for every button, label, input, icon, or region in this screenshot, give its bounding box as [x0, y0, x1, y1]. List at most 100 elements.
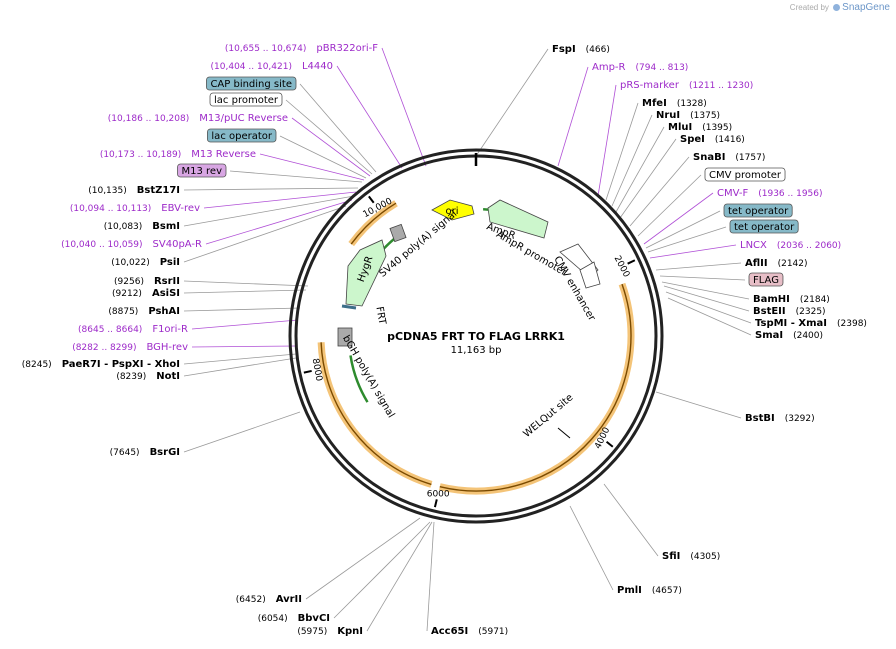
- label-name: RsrII: [154, 276, 180, 287]
- label-name: Acc65I: [431, 626, 468, 637]
- feature-box: [729, 219, 799, 234]
- ring-tick: [627, 259, 636, 265]
- map-label-feature: CAP binding site: [206, 76, 297, 91]
- label-position: (466): [586, 45, 610, 55]
- map-label-primer: EBV-rev (10,094 .. 10,113): [70, 203, 200, 214]
- map-label-feature: M13 rev: [177, 163, 227, 178]
- welqut-tick: [557, 427, 571, 439]
- leader-line: [659, 275, 746, 281]
- map-label-primer: L4440 (10,404 .. 10,421): [211, 61, 333, 72]
- insert-arrow-3: [350, 202, 397, 245]
- label-position: (8645 .. 8664): [78, 325, 142, 335]
- map-label-enzyme: BsmI(10,083): [104, 221, 180, 232]
- label-name: NotI: [156, 371, 180, 382]
- label-name: AvrII: [276, 594, 302, 605]
- label-name: CMV-F: [717, 188, 748, 199]
- map-label-feature: FLAG: [748, 272, 784, 287]
- insert-arrow-2: [320, 342, 432, 486]
- label-position: (1328): [677, 99, 707, 109]
- label-position: (5971): [478, 627, 508, 637]
- leader-line: [615, 126, 665, 213]
- label-name: AsiSI: [152, 288, 180, 299]
- label-position: (2398): [837, 319, 867, 329]
- plasmid-name: pCDNA5 FRT TO FLAG LRRK1: [387, 330, 565, 343]
- leader-line: [183, 205, 347, 263]
- map-label-primer: SV40pA-R(10,040 .. 10,059): [61, 239, 202, 250]
- leader-line: [619, 138, 677, 219]
- leader-line: [183, 307, 301, 312]
- map-label-primer: pBR322ori-F(10,655 .. 10,674): [225, 43, 378, 54]
- ampr-feature: [487, 199, 549, 239]
- leader-line: [603, 483, 659, 557]
- feature-box-text: tet operator: [728, 206, 789, 217]
- credit-prefix: Created by: [789, 3, 829, 12]
- leader-line: [605, 102, 639, 201]
- label-name: BstEII: [753, 306, 786, 317]
- label-name: PaeR7I - PspXI - XhoI: [62, 359, 180, 370]
- snapgene-logo-icon: [833, 4, 841, 11]
- map-label-enzyme: TspMI - XmaI(2398): [755, 318, 867, 329]
- leader-line: [305, 517, 421, 600]
- leader-line: [426, 521, 435, 632]
- map-label-primer: F1ori-R(8645 .. 8664): [78, 324, 188, 335]
- ori-feature: [431, 199, 475, 221]
- label-position: (1757): [735, 153, 765, 163]
- map-label-primer: M13/pUC Reverse(10,186 .. 10,208): [108, 113, 288, 124]
- credit-brand: SnapGene: [842, 2, 890, 13]
- leader-line: [475, 48, 549, 157]
- feature-box: [206, 76, 297, 91]
- label-position: (1375): [690, 111, 720, 121]
- feature-box-text: FLAG: [753, 275, 779, 286]
- ring-tick: [433, 499, 438, 508]
- leader-line: [629, 156, 690, 227]
- leader-line: [643, 192, 714, 245]
- leader-line: [183, 353, 297, 365]
- label-position: (2184): [800, 295, 830, 305]
- map-label-enzyme: SfiI(4305): [662, 551, 720, 562]
- map-label-enzyme: SnaBI(1757): [693, 152, 765, 163]
- label-name: MfeI: [642, 98, 667, 109]
- leader-line: [645, 210, 721, 249]
- map-label-feature: CMV promoter: [704, 167, 786, 182]
- label-position: (10,135): [88, 186, 127, 196]
- label-name: LNCX: [740, 240, 767, 251]
- map-label-enzyme: AsiSI(9212): [112, 288, 180, 299]
- map-label-enzyme: SmaI(2400): [755, 330, 823, 341]
- label-position: (8875): [108, 307, 138, 317]
- leader-line: [279, 135, 367, 179]
- sv40-polya-box: [389, 223, 407, 243]
- map-label-enzyme: AvrII(6452): [236, 594, 302, 605]
- label-position: (10,404 .. 10,421): [211, 62, 292, 72]
- map-label-enzyme: NruI(1375): [656, 110, 720, 121]
- feature-box-text: CAP binding site: [210, 79, 292, 90]
- leader-line: [665, 291, 752, 324]
- leader-line: [661, 281, 750, 300]
- feature-box: [704, 167, 786, 182]
- label-position: (10,094 .. 10,113): [70, 204, 151, 214]
- feature-box: [207, 128, 277, 143]
- leader-line: [336, 65, 403, 169]
- ring-tick-label: 2000: [612, 254, 632, 279]
- feature-box-text: lac operator: [211, 131, 272, 142]
- label-name: FspI: [552, 44, 576, 55]
- label-position: (2036 .. 2060): [777, 241, 841, 251]
- ring-tick: [368, 195, 375, 204]
- label-name: L4440: [302, 61, 333, 72]
- leader-line: [569, 505, 614, 591]
- map-label-enzyme: PaeR7I - PspXI - XhoI(8245): [22, 359, 180, 370]
- label-position: (10,186 .. 10,208): [108, 114, 189, 124]
- leader-line: [667, 297, 752, 336]
- label-position: (6054): [258, 614, 288, 624]
- label-position: (9256): [114, 277, 144, 287]
- feature-label: ori: [445, 206, 458, 217]
- label-name: EBV-rev: [161, 203, 200, 214]
- insert-arrow: [439, 283, 632, 492]
- leader-line: [649, 244, 737, 259]
- credit: Created by SnapGene: [790, 2, 890, 13]
- leader-line: [205, 199, 353, 245]
- leader-line: [611, 114, 653, 207]
- map-label-enzyme: BstBI(3292): [745, 413, 815, 424]
- label-position: (8239): [116, 372, 146, 382]
- label-name: KpnI: [337, 626, 363, 637]
- label-position: (10,022): [111, 258, 150, 268]
